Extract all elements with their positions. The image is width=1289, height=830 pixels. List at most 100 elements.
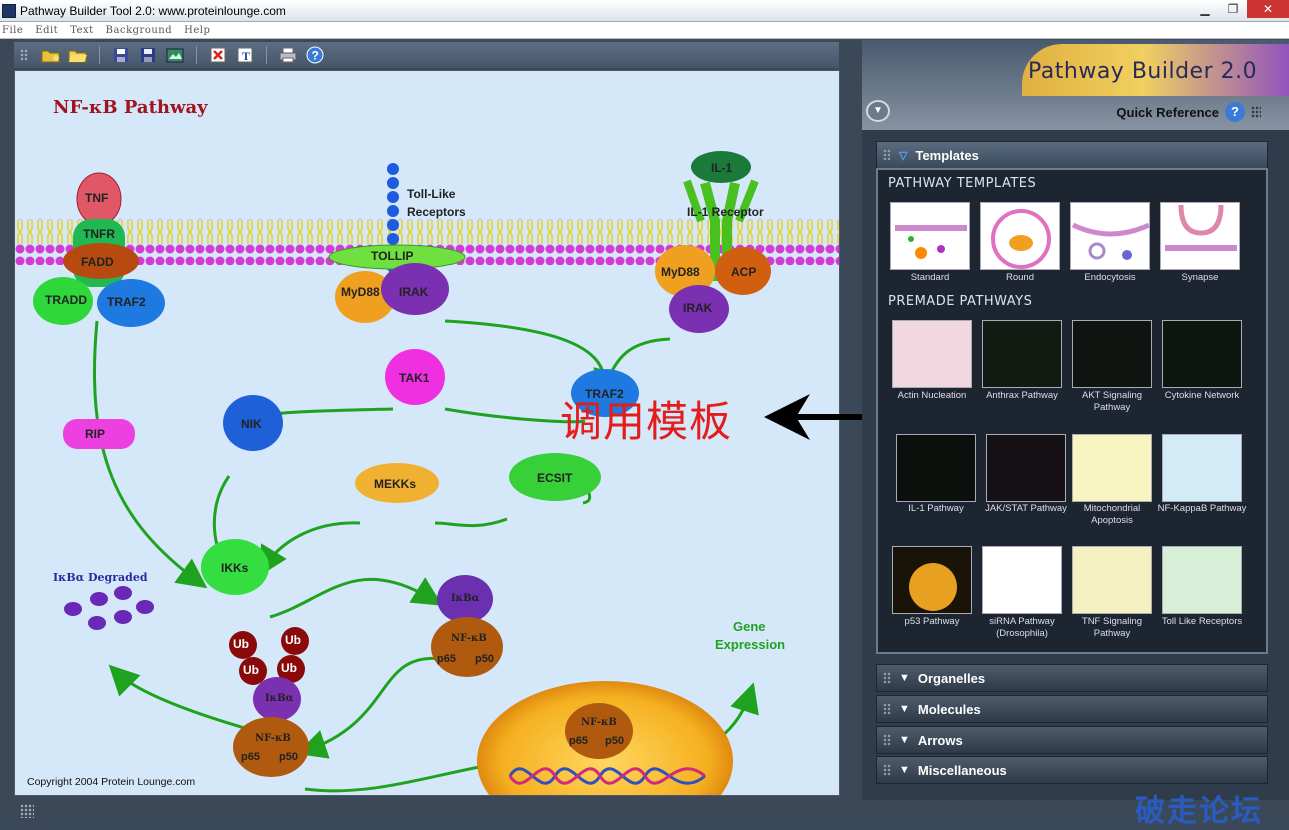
template-standard-label: Standard [910,272,950,283]
collapse-panel-button[interactable]: ▼ [866,100,890,122]
label-ub-2: Ub [285,633,301,647]
label-traf2-a: TRAF2 [107,295,146,309]
grip-icon[interactable] [1251,106,1261,118]
premade-anthrax-thumb[interactable] [982,320,1062,388]
label-myd88-a: MyD88 [341,285,380,299]
menu-bar: File Edit Text Background Help [0,22,1289,39]
grip-icon [883,703,891,715]
label-il1-receptor: IL-1 Receptor [687,205,764,219]
export-image-icon[interactable] [163,44,187,66]
help-icon[interactable]: ? [1225,102,1245,122]
close-button[interactable]: ✕ [1247,0,1289,18]
section-miscellaneous[interactable]: ▼ Miscellaneous [876,756,1268,784]
label-nfkb-c: NF-κB [581,717,617,728]
label-tnfr: TNFR [83,227,115,241]
dna-helix [508,767,706,785]
minimize-button[interactable]: ▁ [1200,2,1210,16]
grip-icon [883,672,891,684]
print-icon[interactable] [276,44,300,66]
premade-akt-thumb[interactable] [1072,320,1152,388]
premade-sirna-label: siRNA Pathway (Drosophila) [989,616,1055,639]
template-endocytosis-thumb[interactable] [1070,202,1150,270]
menu-background[interactable]: Background [105,24,173,36]
premade-nfkappab-thumb[interactable] [1162,434,1242,502]
label-tollip: TOLLIP [371,249,414,263]
maximize-button[interactable]: ❐ [1227,2,1239,16]
premade-actin-label: Actin Nucleation [897,390,967,401]
label-mekks: MEKKs [374,477,417,491]
section-arrows[interactable]: ▼ Arrows [876,726,1268,754]
premade-anthrax-label: Anthrax Pathway [986,390,1058,401]
delete-icon[interactable] [206,44,230,66]
premade-pathways-header: PREMADE PATHWAYS [888,294,1033,309]
premade-mitochondrial-label: Mitochondrial Apoptosis [1083,503,1141,526]
copyright-text: Copyright 2004 Protein Lounge.com [27,776,196,788]
premade-tnf-label: TNF Signaling Pathway [1081,616,1143,639]
chevron-down-icon: ▼ [899,764,910,776]
premade-sirna-thumb[interactable] [982,546,1062,614]
premade-tnf-thumb[interactable] [1072,546,1152,614]
label-il1: IL-1 [711,161,733,175]
template-synapse-thumb[interactable] [1160,202,1240,270]
menu-help[interactable]: Help [184,24,211,36]
premade-toll-label: Toll Like Receptors [1161,616,1243,627]
template-round-thumb[interactable] [980,202,1060,270]
open-template-icon[interactable] [39,44,63,66]
pathway-templates-header: PATHWAY TEMPLATES [888,176,1037,191]
label-tak1: TAK1 [399,371,430,385]
label-nfkb-a: NF-κB [451,633,487,644]
label-p65-c: p65 [569,735,588,747]
section-molecules[interactable]: ▼ Molecules [876,695,1268,723]
label-rip: RIP [85,427,106,441]
premade-p53-thumb[interactable] [892,546,972,614]
template-standard-thumb[interactable] [890,202,970,270]
save-as-icon[interactable] [136,44,160,66]
label-ikba-b: IκBα [265,693,294,704]
section-miscellaneous-label: Miscellaneous [917,762,1007,778]
help-icon[interactable]: ? [303,44,327,66]
menu-file[interactable]: File [2,24,24,36]
grip-icon [883,734,891,746]
premade-jakstat-label: JAK/STAT Pathway [985,503,1067,514]
premade-il1-thumb[interactable] [896,434,976,502]
label-ub-1: Ub [233,637,249,651]
open-folder-icon[interactable] [66,44,90,66]
label-p65-a: p65 [437,653,456,665]
pathway-title: NF-κB Pathway [53,97,208,118]
section-templates-label: Templates [915,147,979,163]
toolbar-grip[interactable] [20,49,28,61]
menu-text[interactable]: Text [70,24,94,36]
premade-mitochondrial-thumb[interactable] [1072,434,1152,502]
premade-cytokine-thumb[interactable] [1162,320,1242,388]
menu-edit[interactable]: Edit [35,24,59,36]
panel-header: Pathway Builder 2.0 ▼ Quick Reference ? [862,40,1289,130]
label-toll-like: Toll-Like [407,187,456,201]
section-templates[interactable]: ▽ Templates [876,141,1268,169]
chevron-down-icon: ▼ [899,672,910,684]
label-gene: Gene [733,619,766,634]
section-arrows-label: Arrows [917,732,963,748]
save-icon[interactable] [109,44,133,66]
premade-toll-thumb[interactable] [1162,546,1242,614]
chevron-down-icon: ▼ [899,703,910,715]
templates-body: PATHWAY TEMPLATES Standard Round Endocyt… [876,168,1268,654]
premade-p53-label: p53 Pathway [904,616,960,627]
label-myd88-b: MyD88 [661,265,700,279]
label-ecsit: ECSIT [537,471,573,485]
label-receptors: Receptors [407,205,466,219]
label-irak-a: IRAK [399,285,429,299]
label-traf2-b: TRAF2 [585,387,624,401]
text-tool-icon[interactable]: T [233,44,257,66]
section-organelles-label: Organelles [917,670,986,686]
pathway-canvas[interactable]: NF-κB Pathway TNF TNFR FADD TRADD TRAF2 … [14,70,840,796]
label-expression: Expression [715,637,786,652]
template-synapse-label: Synapse [1181,272,1219,283]
premade-actin-thumb[interactable] [892,320,972,388]
quick-reference[interactable]: Quick Reference ? [1116,102,1261,122]
label-tradd: TRADD [45,293,87,307]
label-ub-4: Ub [281,661,297,675]
section-organelles[interactable]: ▼ Organelles [876,664,1268,692]
title-bar: Pathway Builder Tool 2.0: www.proteinlou… [0,0,1289,22]
status-grip[interactable] [20,804,34,818]
premade-jakstat-thumb[interactable] [986,434,1066,502]
